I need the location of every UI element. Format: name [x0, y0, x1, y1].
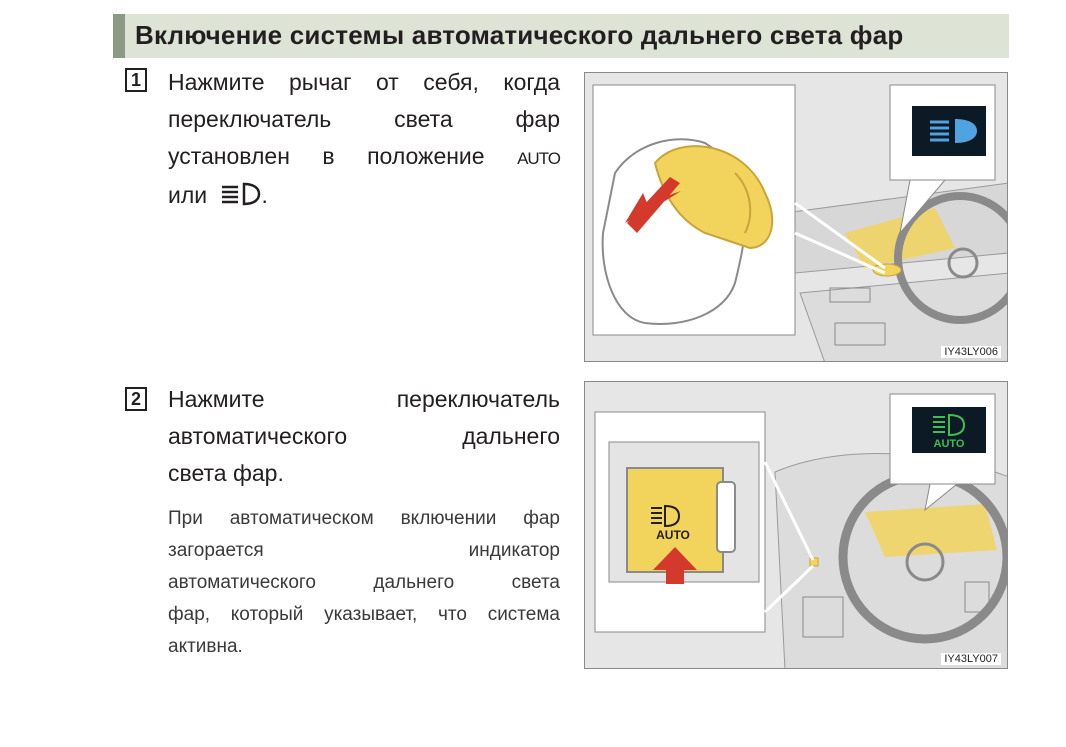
indicator-auto-high-beam-icon [933, 413, 966, 437]
page-title: Включение системы автоматического дальне… [135, 20, 904, 50]
button-auto-label: AUTO [656, 528, 690, 542]
title-accent [113, 14, 125, 58]
figure-switch: AUTO AUTO IY43LY007 [584, 381, 1008, 669]
indicator-auto-label: AUTO [934, 438, 965, 450]
auto-position-label: AUTO [517, 149, 561, 168]
auto-high-beam-icon [651, 504, 681, 528]
period: . [261, 182, 268, 208]
step-2-line: автоматического дальнего [168, 423, 560, 449]
step-number-1: 1 [125, 68, 147, 92]
section-title-bar: Включение системы автоматического дальне… [113, 14, 1009, 58]
lever-arrow-icon [625, 177, 681, 233]
high-beam-icon [221, 182, 260, 206]
note-line: активна. [168, 636, 243, 657]
note-line: автоматического дальнего света [168, 572, 560, 593]
note-line: При автоматическом включении фар [168, 508, 560, 529]
step-1-line: или . [168, 177, 560, 214]
step-2-line: света фар. [168, 460, 284, 486]
note-line: фар, который указывает, что система [168, 604, 560, 625]
step-1-line: переключатель света фар [168, 106, 560, 132]
or-label: или [168, 182, 208, 208]
step-2-line: Нажмите переключатель [168, 386, 560, 412]
note-line: загорается индикатор [168, 540, 560, 561]
step-1-text: Нажмите рычаг от себя, когда переключате… [168, 64, 561, 214]
figure-switch-illustration: AUTO AUTO [585, 382, 1007, 668]
figure-lever-illustration [585, 73, 1007, 361]
figure-id: IY43LY007 [941, 653, 1001, 665]
figure-lever: IY43LY006 [584, 72, 1008, 362]
indicator-high-beam-icon [930, 119, 977, 143]
step-2-note: При автоматическом включении фар загорае… [168, 503, 560, 663]
step-1-line: установлен в положение AUTO [168, 138, 561, 177]
push-arrow-icon [653, 547, 697, 584]
figure-id: IY43LY006 [941, 346, 1001, 358]
step-1-line: Нажмите рычаг от себя, когда [168, 69, 560, 95]
step-number-2: 2 [125, 387, 147, 411]
step-2-text: Нажмите переключатель автоматического да… [168, 381, 560, 492]
step-1-line-text: установлен в положение [168, 143, 485, 169]
